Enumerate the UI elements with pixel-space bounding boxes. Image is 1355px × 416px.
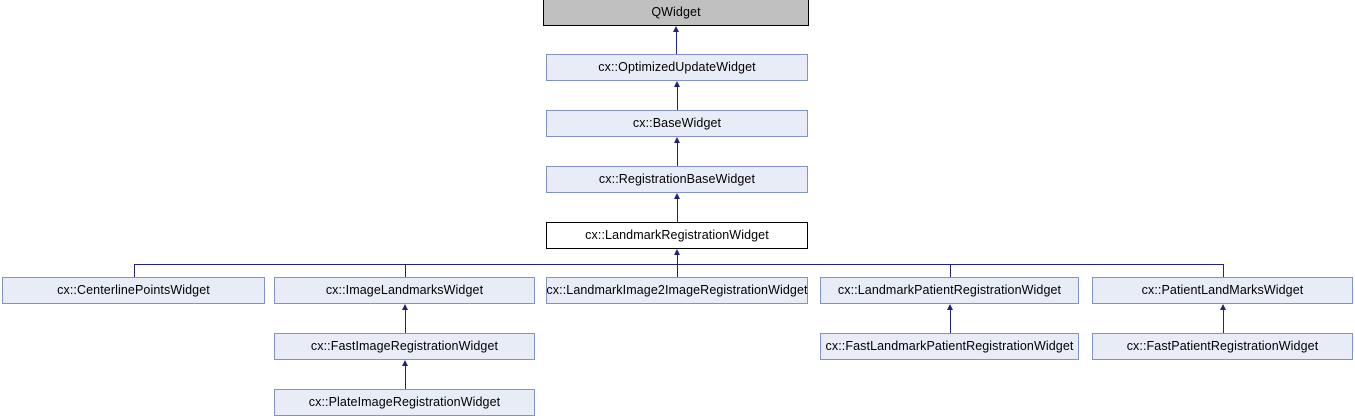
class-node-label: cx::FastImageRegistrationWidget: [310, 339, 499, 354]
edge-line-landmarkregistration: [677, 199, 678, 222]
class-node-label: cx::FastLandmarkPatientRegistrationWidge…: [825, 339, 1074, 354]
edge-bus-landmarkregistration: [133, 264, 1223, 265]
inheritance-arrow-fastpatientreg: [1219, 304, 1226, 310]
class-node-label: cx::CenterlinePointsWidget: [57, 283, 210, 298]
class-node-label: cx::LandmarkRegistrationWidget: [585, 228, 769, 243]
edge-drop-imagelandmarks: [405, 264, 406, 277]
class-node-landmarkimage2image[interactable]: cx::LandmarkImage2ImageRegistrationWidge…: [546, 277, 808, 304]
edge-stub-landmarkregistration: [677, 255, 678, 264]
inheritance-arrow-optimizedupdate: [672, 26, 679, 32]
edge-drop-centerlinepoints: [134, 264, 135, 277]
class-node-label: cx::LandmarkImage2ImageRegistrationWidge…: [546, 283, 808, 298]
class-node-fastpatientreg[interactable]: cx::FastPatientRegistrationWidget: [1092, 333, 1353, 360]
edge-drop-patientlandmarks: [1223, 264, 1224, 277]
class-node-fastimagereg[interactable]: cx::FastImageRegistrationWidget: [274, 333, 535, 360]
edge-drop-landmarkimage2image: [677, 264, 678, 277]
class-node-label: cx::OptimizedUpdateWidget: [598, 60, 756, 75]
class-node-landmarkpatientreg[interactable]: cx::LandmarkPatientRegistrationWidget: [820, 277, 1079, 304]
edge-drop-landmarkpatientreg: [950, 264, 951, 277]
edge-line-fastlandmarkpatientreg: [950, 310, 951, 333]
inheritance-arrow-fastlandmarkpatientreg: [946, 304, 953, 310]
class-node-plateimagereg[interactable]: cx::PlateImageRegistrationWidget: [274, 389, 535, 416]
class-node-basewidget[interactable]: cx::BaseWidget: [546, 110, 808, 137]
class-node-label: cx::LandmarkPatientRegistrationWidget: [837, 283, 1062, 298]
inheritance-arrow-basewidget: [673, 81, 680, 87]
inheritance-arrow-landmarkregistration: [673, 193, 680, 199]
class-node-landmarkregistration[interactable]: cx::LandmarkRegistrationWidget: [546, 222, 808, 249]
edge-line-fastimagereg: [405, 310, 406, 333]
class-node-imagelandmarks[interactable]: cx::ImageLandmarksWidget: [274, 277, 535, 304]
class-node-optimizedupdate[interactable]: cx::OptimizedUpdateWidget: [546, 54, 808, 81]
class-node-qwidget[interactable]: QWidget: [543, 0, 809, 26]
inheritance-arrow-landmarkregistration: [673, 249, 680, 255]
class-node-patientlandmarks[interactable]: cx::PatientLandMarksWidget: [1092, 277, 1353, 304]
class-node-label: cx::FastPatientRegistrationWidget: [1126, 339, 1319, 354]
edge-line-plateimagereg: [405, 366, 406, 389]
class-node-fastlandmarkpatientreg[interactable]: cx::FastLandmarkPatientRegistrationWidge…: [820, 333, 1079, 360]
class-node-registrationbase[interactable]: cx::RegistrationBaseWidget: [546, 166, 808, 193]
edge-line-registrationbase: [677, 143, 678, 166]
inheritance-arrow-plateimagereg: [401, 360, 408, 366]
inheritance-arrow-registrationbase: [673, 137, 680, 143]
edge-line-basewidget: [677, 87, 678, 110]
inheritance-arrow-fastimagereg: [401, 304, 408, 310]
class-node-label: cx::BaseWidget: [632, 116, 722, 131]
class-node-label: cx::RegistrationBaseWidget: [598, 172, 756, 187]
class-node-label: QWidget: [651, 4, 701, 19]
class-node-centerlinepoints[interactable]: cx::CenterlinePointsWidget: [2, 277, 265, 304]
class-node-label: cx::ImageLandmarksWidget: [325, 283, 484, 298]
class-node-label: cx::PatientLandMarksWidget: [1141, 283, 1304, 298]
class-node-label: cx::PlateImageRegistrationWidget: [308, 395, 501, 410]
edge-line-optimizedupdate: [676, 32, 677, 54]
edge-line-fastpatientreg: [1223, 310, 1224, 333]
